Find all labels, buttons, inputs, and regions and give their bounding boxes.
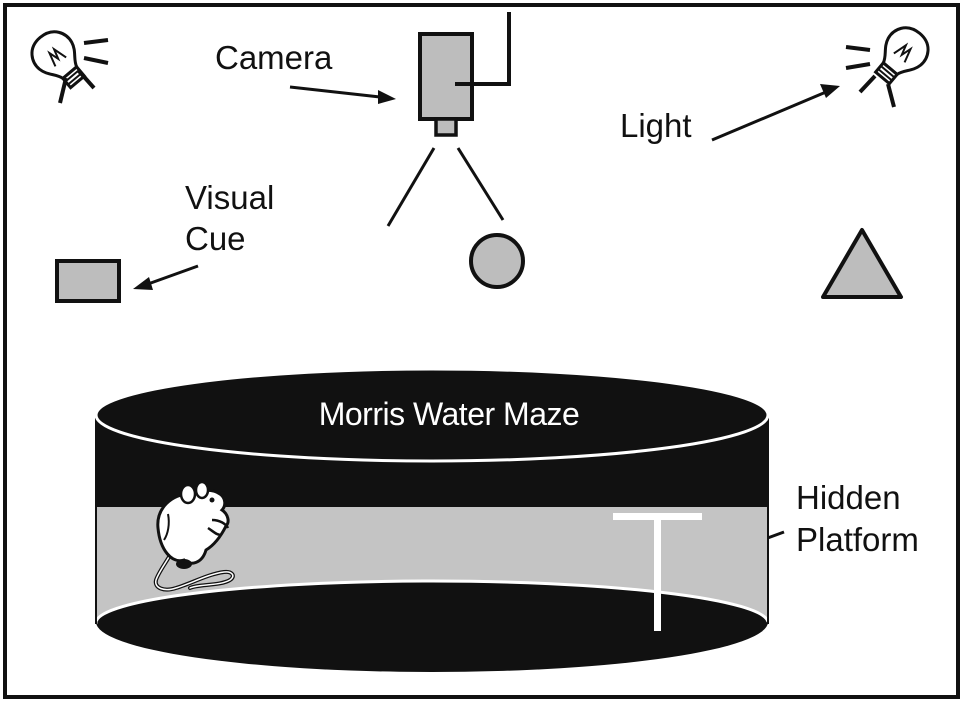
hidden-platform-label-line2: Platform	[796, 521, 919, 558]
light-bulb-icon	[873, 26, 930, 86]
light-rays-right	[845, 45, 896, 108]
light-rays-left	[58, 38, 109, 104]
triangle-cue	[821, 228, 903, 299]
rat-icon	[153, 480, 235, 592]
hidden-platform-label-line1: Hidden	[796, 479, 901, 516]
hidden-platform	[613, 513, 702, 631]
visual-cue-arrow	[133, 264, 199, 290]
camera-arrow	[289, 85, 396, 104]
circle-cue	[469, 233, 525, 289]
maze-title: Morris Water Maze	[319, 396, 580, 432]
camera-label: Camera	[215, 39, 333, 76]
visual-cue-label-line2: Cue	[185, 220, 246, 257]
rectangle-cue	[55, 259, 121, 303]
light-label: Light	[620, 107, 692, 144]
camera-icon	[386, 12, 511, 227]
visual-cue-label-line1: Visual	[185, 179, 274, 216]
light-arrow	[711, 84, 840, 142]
